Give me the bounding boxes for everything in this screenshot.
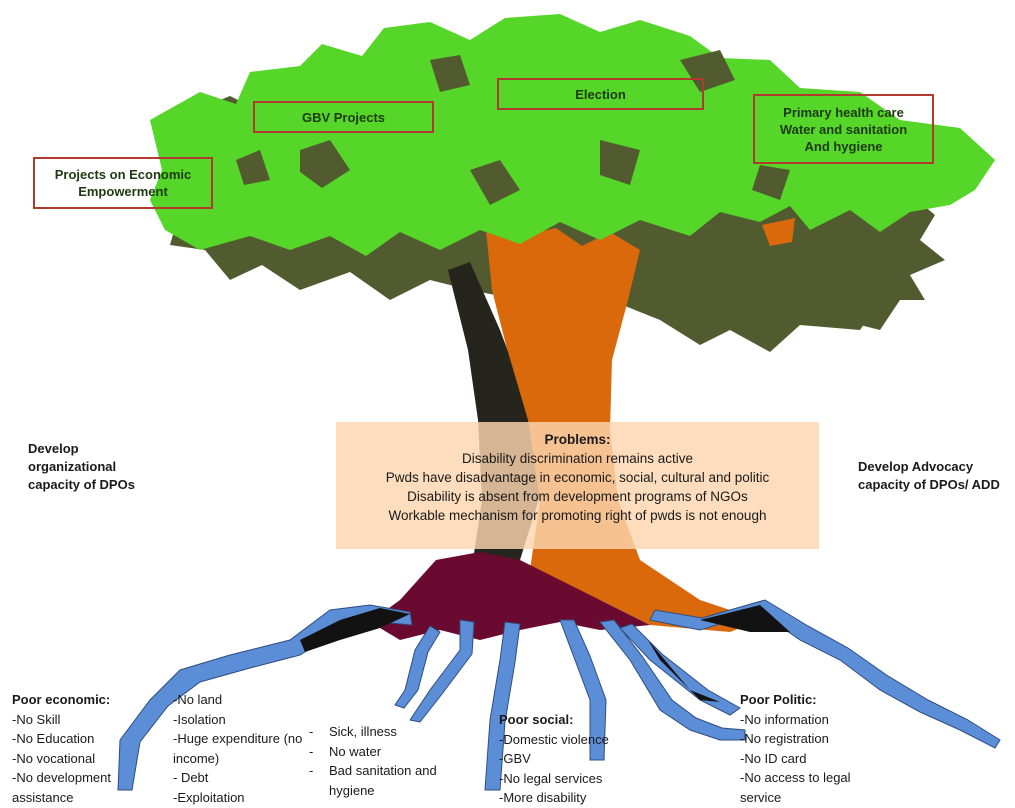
root-list-poor-social: Poor social: -Domestic violence -GBV -No… <box>499 710 609 808</box>
side-line: organizational <box>28 459 117 474</box>
box-line: Primary health care <box>783 104 904 120</box>
problem-line: Workable mechanism for promoting right o… <box>388 508 767 523</box>
root-item: hygiene <box>329 782 375 798</box>
root-list-economic-more: -No land -Isolation -Huge expenditure (n… <box>173 690 302 807</box>
root-item: -No legal services <box>499 770 603 786</box>
side-line: capacity of DPOs <box>28 477 135 492</box>
root-item: - Debt <box>173 770 209 785</box>
root-heading: Poor economic: <box>12 692 111 707</box>
problem-line: Disability is absent from development pr… <box>407 489 748 504</box>
canopy-box-gbv-projects: GBV Projects <box>253 101 434 133</box>
root-item: -Domestic violence <box>499 731 609 747</box>
root-item: -No registration <box>740 731 829 746</box>
root-shadows <box>300 605 790 702</box>
box-line: GBV Projects <box>301 109 386 125</box>
foliage-shadows <box>236 50 790 205</box>
bullet-dash: - <box>309 763 314 778</box>
side-line: Develop Advocacy <box>858 459 974 474</box>
problems-title: Problems: <box>544 432 611 447</box>
root-heading: Poor social: <box>499 712 574 727</box>
root-item: -GBV <box>499 751 531 766</box>
box-line: Election <box>575 86 626 102</box>
root-heading: Poor Politic: <box>740 692 817 707</box>
light-foliage <box>150 14 995 256</box>
box-line: Empowerment <box>78 184 168 199</box>
root-item: -Huge expenditure (no <box>173 731 303 746</box>
root-item: -No land <box>173 692 223 707</box>
root-item-text: No water <box>329 743 382 759</box>
root-item: -No Skill <box>12 711 61 727</box>
canopy-box-election: Election <box>497 78 704 110</box>
root-item: service <box>740 789 782 805</box>
side-line: Develop <box>28 441 79 456</box>
root-item: -No access to legal <box>740 770 851 785</box>
problem-line: Disability discrimination remains active <box>461 451 694 466</box>
box-line: And hygiene <box>804 138 883 154</box>
root-item: assistance <box>12 789 74 805</box>
root-item-text: Bad sanitation and <box>329 763 437 778</box>
root-item: -No information <box>740 711 829 727</box>
root-item: -More disability <box>499 790 587 805</box>
root-list-health: -Sick, illness -No water -Bad sanitation… <box>309 722 437 800</box>
root-item: income) <box>173 750 220 766</box>
root-item-text: Sick, illness <box>329 724 397 739</box>
root-item: -Bad sanitation and <box>309 761 437 781</box>
side-label-left: Develop organizational capacity of DPOs <box>28 440 135 494</box>
root-item: -No ID card <box>740 750 807 766</box>
box-line: Projects on Economic <box>54 167 192 182</box>
root-item: -Isolation <box>173 711 226 727</box>
root-item: -No Education <box>12 731 95 746</box>
box-line: Water and sanitation <box>779 121 908 137</box>
problem-line: Pwds have disadvantage in economic, soci… <box>385 470 770 485</box>
root-item: -No development <box>12 770 111 785</box>
problems-panel: Problems: Disability discrimination rema… <box>336 422 819 549</box>
side-line: capacity of DPOs/ ADD <box>858 477 1000 492</box>
root-item: -Sick, illness <box>309 722 437 742</box>
root-list-poor-politic: Poor Politic: -No information -No regist… <box>740 690 851 807</box>
tree-roots <box>117 599 1001 791</box>
root-item: -Exploitation <box>173 789 245 805</box>
side-label-right: Develop Advocacy capacity of DPOs/ ADD <box>858 458 1000 494</box>
bullet-dash: - <box>309 724 314 739</box>
root-item: -No water <box>309 742 437 762</box>
bullet-dash: - <box>309 743 314 759</box>
root-list-poor-economic: Poor economic: -No Skill -No Education -… <box>12 690 111 807</box>
root-item: -No vocational <box>12 750 96 766</box>
